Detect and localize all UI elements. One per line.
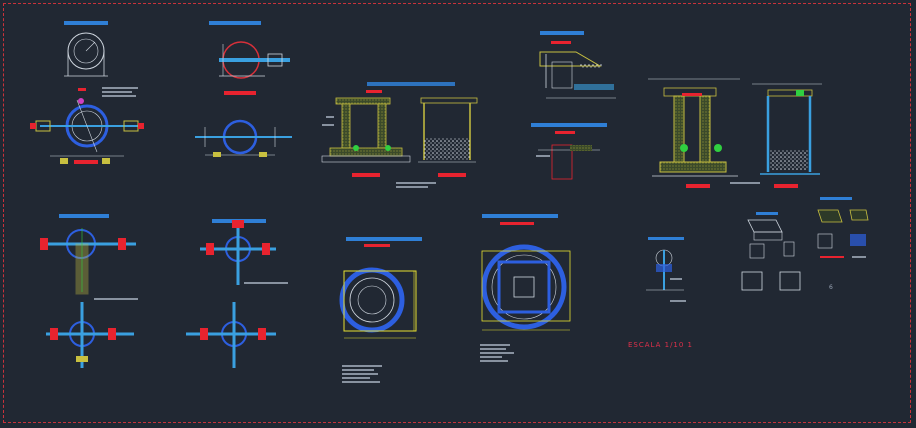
detail-valve: [646, 237, 686, 302]
detail-manhole-sections: [648, 78, 822, 188]
detail-title-bar: [64, 21, 108, 25]
detail-manhole-plan-1: [339, 237, 422, 383]
detail-hood-elevation: [64, 21, 138, 97]
sheet-border: [3, 3, 911, 423]
detail-channel-sections: [321, 82, 478, 188]
detail-wall-crossing: [195, 21, 292, 157]
detail-manhole-plan-2: [480, 214, 571, 362]
detail-hood-plan: [30, 88, 144, 164]
detail-iso-pieces: [741, 197, 869, 291]
sheet-mark: 6: [829, 284, 833, 291]
detail-inlet-sections: [531, 31, 616, 180]
detail-junction-plans: [40, 214, 288, 368]
scale-label: ESCALA 1/10 1: [628, 341, 694, 349]
